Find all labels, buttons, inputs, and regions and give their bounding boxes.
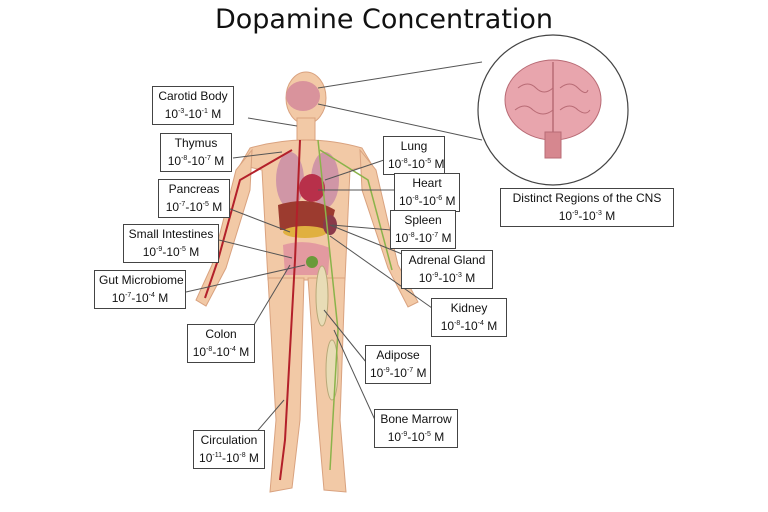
label-lung: Lung 10-8-10-5 M (383, 136, 445, 175)
organ-name: Small Intestines (128, 227, 214, 241)
label-heart: Heart 10-8-10-6 M (394, 173, 460, 212)
organ-name: Lung (400, 139, 428, 153)
organ-name: Gut Microbiome (99, 273, 184, 287)
concentration: 10-11-10-8 M (199, 451, 259, 465)
page-title: Dopamine Concentration (214, 4, 554, 35)
label-pancreas: Pancreas 10-7-10-5 M (158, 179, 230, 218)
concentration: 10-8-10-7 M (395, 231, 452, 245)
concentration: 10-8-10-4 M (192, 345, 250, 359)
label-small-intestines: Small Intestines 10-9-10-5 M (123, 224, 219, 263)
organ-name: Colon (205, 327, 237, 341)
brain-icon (504, 59, 602, 159)
label-cns: Distinct Regions of the CNS 10-9-10-3 M (500, 188, 674, 227)
label-thymus: Thymus 10-8-10-7 M (160, 133, 232, 172)
label-colon: Colon 10-8-10-4 M (187, 324, 255, 363)
concentration: 10-9-10-3 M (558, 209, 616, 223)
concentration: 10-7-10-4 M (111, 291, 169, 305)
label-bone-marrow: Bone Marrow 10-9-10-5 M (374, 409, 458, 448)
label-kidney: Kidney 10-8-10-4 M (431, 298, 507, 337)
concentration: 10-9-10-5 M (142, 245, 200, 259)
concentration: 10-8-10-5 M (388, 157, 445, 171)
concentration: 10-9-10-3 M (418, 271, 476, 285)
vessels (204, 139, 393, 481)
leader-lines (185, 61, 483, 437)
concentration: 10-8-10-6 M (399, 194, 456, 208)
organ-name: Bone Marrow (380, 412, 452, 426)
organ-name: Spleen (404, 213, 442, 227)
label-spleen: Spleen 10-8-10-7 M (390, 210, 456, 249)
organ-name: Heart (412, 176, 442, 190)
organ-name: Adrenal Gland (408, 253, 486, 267)
concentration: 10-8-10-4 M (440, 319, 498, 333)
concentration: 10-8-10-7 M (167, 154, 225, 168)
organ-name: Circulation (200, 433, 258, 447)
concentration: 10-3-10-1 M (164, 107, 222, 121)
organ-name: Kidney (450, 301, 488, 315)
organ-name: Distinct Regions of the CNS (512, 191, 662, 205)
label-gut-microbiome: Gut Microbiome 10-7-10-4 M (94, 270, 186, 309)
organ-name: Adipose (376, 348, 420, 362)
label-adrenal-gland: Adrenal Gland 10-9-10-3 M (401, 250, 493, 289)
organ-name: Thymus (174, 136, 218, 150)
label-circulation: Circulation 10-11-10-8 M (193, 430, 265, 469)
label-adipose: Adipose 10-9-10-7 M (365, 345, 431, 384)
concentration: 10-9-10-7 M (370, 366, 427, 380)
concentration: 10-9-10-5 M (387, 430, 445, 444)
label-carotid-body: Carotid Body 10-3-10-1 M (152, 86, 234, 125)
organ-name: Pancreas (168, 182, 220, 196)
organ-name: Carotid Body (158, 89, 228, 103)
concentration: 10-7-10-5 M (165, 200, 223, 214)
